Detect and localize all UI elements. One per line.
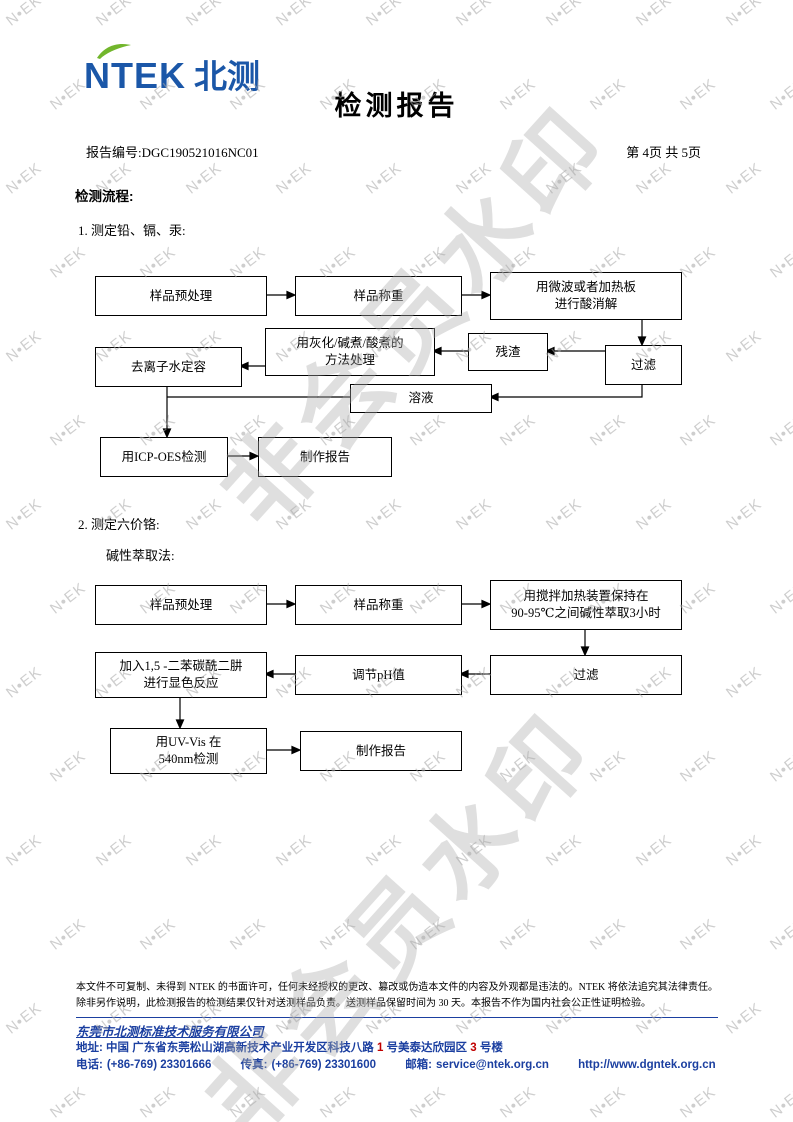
flow2-box-color-reagent: 加入1,5 -二苯碳酰二肼 进行显色反应	[95, 652, 267, 698]
logo-leaf-icon	[97, 44, 131, 59]
address-part: 中国 广东省东莞松山湖高新技术产业开发区科技八路	[106, 1042, 377, 1054]
address-part: 号美泰达欣园区	[383, 1042, 471, 1054]
fax-label: 传真:	[240, 1059, 268, 1071]
flow1-box-deionized-water-volume: 去离子水定容	[95, 347, 242, 387]
address-label: 地址:	[76, 1042, 103, 1054]
document-title: 检测报告	[334, 91, 459, 121]
flow1-box-make-report: 制作报告	[258, 437, 392, 477]
flow2-box-alkaline-extraction: 用搅拌加热装置保持在 90-95℃之间碱性萃取3小时	[490, 580, 682, 630]
address-part: 号楼	[476, 1042, 503, 1054]
email-value: service@ntek.org.cn	[436, 1059, 549, 1071]
logo-chinese-text: 北测	[194, 58, 260, 95]
footer-divider	[76, 1017, 718, 1018]
website-url: http://www.dgntek.org.cn	[578, 1059, 716, 1071]
flow2-box-sample-weighing: 样品称重	[295, 585, 462, 625]
section2-method-title: 碱性萃取法:	[106, 548, 175, 563]
footer-company-name: 东莞市北测标准技术服务有限公司	[76, 1025, 264, 1039]
fax-value: (+86-769) 23301600	[271, 1059, 376, 1071]
section2-title: 2. 测定六价铬:	[78, 517, 160, 532]
flow1-box-residue: 残渣	[468, 333, 548, 371]
report-number-label: 报告编号:	[86, 145, 142, 160]
page-indicator: 第 4页 共 5页	[626, 145, 701, 160]
tel-value: (+86-769) 23301666	[106, 1059, 212, 1071]
flow2-box-adjust-ph: 调节pH值	[295, 655, 462, 695]
company-logo: NTEK 北测	[84, 44, 260, 98]
flow1-box-sample-pretreatment: 样品预处理	[95, 276, 267, 316]
footer-disclaimer: 本文件不可复制、未得到 NTEK 的书面许可，任何未经授权的更改、篡改或伪造本文…	[76, 982, 718, 1009]
address-number: 3	[470, 1042, 477, 1054]
address-number: 1	[376, 1042, 384, 1054]
flow1-box-filter: 过滤	[605, 345, 682, 385]
flow1-box-solution: 溶液	[350, 384, 492, 413]
footer-contact-line: 电话:(+86-769) 23301666 传真:(+86-769) 23301…	[76, 1056, 716, 1072]
flow1-box-acid-digestion: 用微波或者加热板 进行酸消解	[490, 272, 682, 320]
flow1-box-sample-weighing: 样品称重	[295, 276, 462, 316]
flow1-box-ashing-treatment: 用灰化/碱煮/酸煮的 方法处理	[265, 328, 435, 376]
flow2-box-sample-pretreatment: 样品预处理	[95, 585, 267, 625]
footer-address-line: 地址: 中国 广东省东莞松山湖高新技术产业开发区科技八路 1 号美泰达欣园区 3…	[76, 1039, 503, 1055]
flow1-box-icp-oes-detection: 用ICP-OES检测	[100, 437, 228, 477]
logo-ntek-text: NTEK	[84, 55, 186, 96]
flow2-box-filter: 过滤	[490, 655, 682, 695]
section1-title: 1. 测定铅、镉、汞:	[78, 223, 186, 238]
email-label: 邮箱:	[405, 1059, 433, 1071]
process-heading: 检测流程:	[75, 189, 134, 204]
flow2-box-make-report: 制作报告	[300, 731, 462, 771]
flow2-box-uv-vis-detection: 用UV-Vis 在 540nm检测	[110, 728, 267, 774]
report-number-line: 报告编号:DGC190521016NC01	[86, 142, 259, 161]
tel-label: 电话:	[76, 1059, 103, 1071]
report-number-value: DGC190521016NC01	[141, 145, 259, 160]
